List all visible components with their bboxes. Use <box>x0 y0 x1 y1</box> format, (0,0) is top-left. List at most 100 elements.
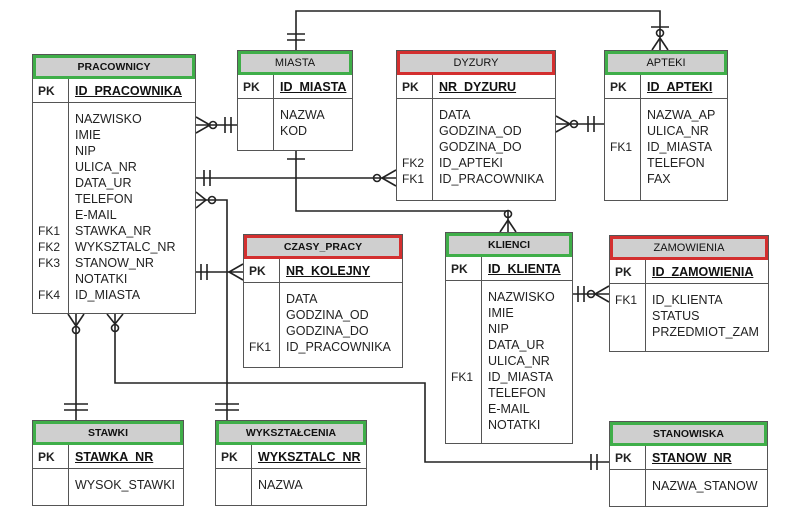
entity-name: APTEKI <box>646 57 686 69</box>
fk-label: FK1 <box>402 172 425 186</box>
relation-pracownicy-stanowiska <box>114 314 609 463</box>
pk-label: PK <box>244 259 280 282</box>
pk-field: WYKSZTALC_NR <box>258 450 361 464</box>
attribute-field: ID_MIASTA <box>488 370 554 384</box>
attribute-field: NAZWA <box>258 478 303 492</box>
pk-label: PK <box>610 260 646 283</box>
attribute-field: PRZEDMIOT_ZAM <box>652 325 759 339</box>
entity-name: CZASY_PRACY <box>283 241 363 253</box>
entity-header: CZASY_PRACY <box>244 235 402 259</box>
fk-label: FK1 <box>38 224 61 238</box>
fk-label <box>610 171 640 187</box>
key-column: FK1 <box>610 284 646 351</box>
entity-header: APTEKI <box>605 51 727 75</box>
entity-header: DYZURY <box>397 51 555 75</box>
fk-label: FK1 <box>249 340 272 354</box>
fk-label <box>610 107 640 123</box>
attribute-field: TELEFON <box>75 192 133 206</box>
attribute-field: E-MAIL <box>75 208 117 222</box>
entity-header: STANOWISKA <box>610 422 767 446</box>
key-column <box>216 469 252 505</box>
fk-label <box>615 308 645 324</box>
key-column <box>238 99 274 150</box>
pk-label: PK <box>610 446 646 469</box>
pk-label: PK <box>33 79 69 102</box>
attribute-field: GODZINA_DO <box>286 324 369 338</box>
pk-field: ID_ZAMOWIENIA <box>652 265 754 279</box>
pk-field: STANOW_NR <box>652 451 732 465</box>
attribute-field: IMIE <box>75 128 101 142</box>
attribute-field: ID_KLIENTA <box>652 293 723 307</box>
attribute-field: DATA <box>286 292 318 306</box>
fk-label <box>451 353 481 369</box>
attribute-field: GODZINA_DO <box>439 140 522 154</box>
entity-wyksztalcenia[interactable]: WYKSZTAŁCENIA PK WYKSZTALC_NR NAZWA <box>215 420 367 506</box>
attribute-field: GODZINA_OD <box>439 124 522 138</box>
fk-label <box>402 123 432 139</box>
entity-name: DYZURY <box>453 57 499 69</box>
attribute-field: NIP <box>75 144 96 158</box>
fk-label <box>451 305 481 321</box>
entity-stanowiska[interactable]: STANOWISKA PK STANOW_NR NAZWA_STANOW <box>609 421 768 507</box>
field-column: NAZWA_STANOW <box>646 470 758 506</box>
fk-label <box>221 477 251 493</box>
pk-label: PK <box>216 445 252 468</box>
entity-stawki[interactable]: STAWKI PK STAWKA_NR WYSOK_STAWKI <box>32 420 184 506</box>
primary-key-row: PK NR_KOLEJNY <box>244 259 402 283</box>
attribute-field: TELEFON <box>647 156 705 170</box>
attribute-field: KOD <box>280 124 308 138</box>
attribute-field: ULICA_NR <box>75 160 137 174</box>
entity-header: KLIENCI <box>446 233 572 257</box>
primary-key-row: PK NR_DYZURU <box>397 75 555 99</box>
attribute-field: ULICA_NR <box>647 124 709 138</box>
entity-header: STAWKI <box>33 421 183 445</box>
attribute-field: IMIE <box>488 306 514 320</box>
fk-label <box>451 289 481 305</box>
relation-miasta-apteki <box>295 10 661 50</box>
fk-label <box>38 111 68 127</box>
entity-zamowienia[interactable]: ZAMOWIENIA PK ID_ZAMOWIENIA FK1 ID_KLIEN… <box>609 235 769 352</box>
entity-header: WYKSZTAŁCENIA <box>216 421 366 445</box>
pk-label: PK <box>605 75 641 98</box>
fk-label <box>243 107 273 123</box>
attribute-field: STAWKA_NR <box>75 224 152 238</box>
fk-label <box>451 321 481 337</box>
fk-label <box>610 123 640 139</box>
pk-label: PK <box>33 445 69 468</box>
primary-key-row: PK STANOW_NR <box>610 446 767 470</box>
fk-label <box>249 307 279 323</box>
pk-label: PK <box>446 257 482 280</box>
fk-label <box>451 401 481 417</box>
attributes: WYSOK_STAWKI <box>33 469 183 505</box>
primary-key-row: PK ID_KLIENTA <box>446 257 572 281</box>
primary-key-row: PK ID_APTEKI <box>605 75 727 99</box>
fk-label <box>38 175 68 191</box>
fk-label <box>610 155 640 171</box>
fk-label <box>249 323 279 339</box>
fk-label: FK3 <box>38 256 61 270</box>
fk-label <box>38 271 68 287</box>
attribute-field: DATA_UR <box>75 176 132 190</box>
primary-key-row: PK ID_MIASTA <box>238 75 352 99</box>
relation-pracownicy-wyksztalcenia <box>196 199 228 420</box>
primary-key-row: PK WYKSZTALC_NR <box>216 445 366 469</box>
